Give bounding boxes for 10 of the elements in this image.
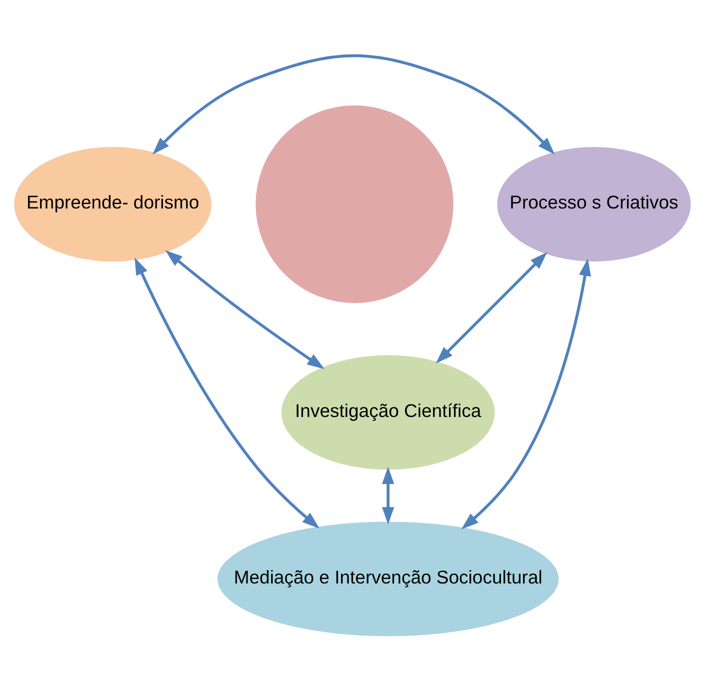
- node-circle: [253, 103, 456, 306]
- node-ellipse: Empreende- dorismo: [12, 144, 214, 264]
- node-ellipse: Mediação e Intervenção Sociocultural: [215, 519, 562, 639]
- arrow: [436, 252, 548, 364]
- arrow: [382, 466, 394, 524]
- arrow: [165, 250, 324, 370]
- arrow: [134, 257, 320, 529]
- arrow: [461, 258, 591, 530]
- node-ellipse: Processo s Criativos: [494, 144, 694, 264]
- arrow: [152, 54, 555, 154]
